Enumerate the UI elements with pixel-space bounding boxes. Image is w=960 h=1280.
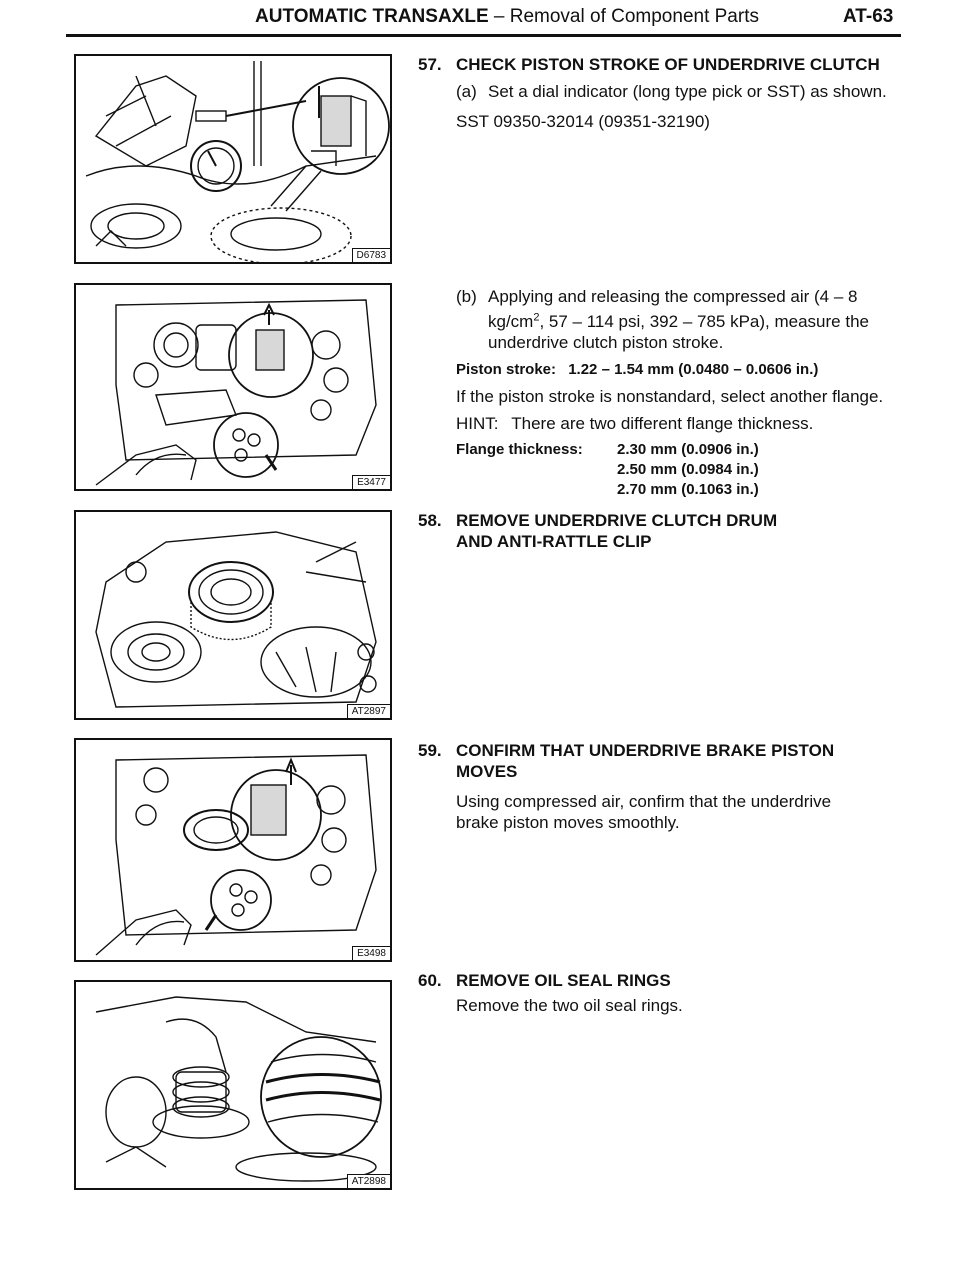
header-title: AUTOMATIC TRANSAXLE – Removal of Compone…	[255, 6, 759, 28]
step-heading: 58. REMOVE UNDERDRIVE CLUTCH DRUM AND AN…	[418, 510, 778, 552]
sst-number: SST 09350-32014 (09351-32190)	[456, 112, 710, 131]
step-59: 59. CONFIRM THAT UNDERDRIVE BRAKE PISTON…	[418, 740, 848, 833]
step-58: 58. REMOVE UNDERDRIVE CLUTCH DRUM AND AN…	[418, 510, 778, 552]
step-title: CONFIRM THAT UNDERDRIVE BRAKE PISTON MOV…	[456, 741, 835, 781]
figure-code: D6783	[351, 248, 390, 262]
substep-text-part-1: Applying and releasing the compressed ai…	[488, 287, 858, 331]
page-number: AT-63	[843, 6, 894, 27]
flange-value: 2.70 mm (0.1063 in.)	[617, 480, 759, 498]
figure-clutch-drum: AT2897	[74, 510, 392, 720]
step-number: 60.	[418, 971, 442, 990]
substep-a: (a) Set a dial indicator (long type pick…	[418, 81, 918, 102]
illustration-clutch-drum	[95, 531, 377, 708]
spec-label: Piston stroke:	[456, 360, 557, 378]
spec-value: 1.22 – 1.54 mm (0.0480 – 0.0606 in.)	[568, 360, 819, 378]
header-title-rest: – Removal of Component Parts	[488, 6, 759, 27]
step-60: 60. REMOVE OIL SEAL RINGS Remove the two…	[418, 970, 918, 1016]
step-heading: 57. CHECK PISTON STROKE OF UNDERDRIVE CL…	[418, 54, 918, 75]
substep-label: (b)	[456, 287, 477, 306]
step-text: Using compressed air, confirm that the u…	[456, 792, 832, 832]
figure-oil-seal-rings: AT2898	[74, 980, 392, 1190]
figure-dial-indicator: D6783	[74, 54, 392, 264]
substep-text-part-2: , 57 – 114 psi, 392 – 785 kPa), measure …	[488, 311, 869, 352]
step-57-b: (b) Applying and releasing the compresse…	[418, 286, 918, 500]
illustration-compressed-air-clutch	[95, 299, 377, 486]
flange-value: 2.50 mm (0.0984 in.)	[617, 460, 759, 478]
step-title: REMOVE OIL SEAL RINGS	[456, 971, 671, 990]
hint-text: There are two different flange thickness…	[511, 413, 814, 433]
step-57: 57. CHECK PISTON STROKE OF UNDERDRIVE CL…	[418, 54, 918, 132]
illustration-dial-indicator	[85, 61, 390, 262]
step-title: CHECK PISTON STROKE OF UNDERDRIVE CLUTCH	[456, 55, 880, 74]
flange-thickness-spec: Flange thickness: 2.30 mm (0.0906 in.) 2…	[418, 440, 918, 500]
substep-text: Set a dial indicator (long type pick or …	[488, 82, 887, 101]
illustration-brake-piston	[95, 754, 377, 956]
step-heading: 59. CONFIRM THAT UNDERDRIVE BRAKE PISTON…	[418, 740, 848, 782]
figure-brake-piston: E3498	[74, 738, 392, 962]
figure-code: AT2898	[346, 1174, 390, 1188]
header-title-bold: AUTOMATIC TRANSAXLE	[255, 6, 489, 27]
figure-code: AT2897	[346, 704, 390, 718]
hint: HINT: There are two different flange thi…	[418, 413, 918, 434]
step-number: 59.	[418, 741, 442, 760]
figure-compressed-air-clutch: E3477	[74, 283, 392, 491]
nonstandard-note: If the piston stroke is nonstandard, sel…	[456, 386, 884, 406]
substep-text: Applying and releasing the compressed ai…	[488, 287, 869, 352]
flange-value: 2.30 mm (0.0906 in.)	[617, 440, 759, 458]
superscript: 2	[533, 311, 540, 323]
step-heading: 60. REMOVE OIL SEAL RINGS	[418, 970, 918, 991]
piston-stroke-spec: Piston stroke: 1.22 – 1.54 mm (0.0480 – …	[418, 360, 918, 380]
figure-code: E3477	[352, 475, 390, 489]
step-number: 57.	[418, 55, 442, 74]
step-text: Remove the two oil seal rings.	[456, 996, 683, 1015]
header-rule	[66, 34, 901, 37]
step-title: REMOVE UNDERDRIVE CLUTCH DRUM AND ANTI-R…	[456, 511, 778, 551]
flange-values: 2.30 mm (0.0906 in.) 2.50 mm (0.0984 in.…	[617, 440, 759, 500]
substep-label: (a)	[456, 82, 477, 101]
page-header: AUTOMATIC TRANSAXLE – Removal of Compone…	[0, 0, 960, 37]
step-number: 58.	[418, 511, 442, 530]
illustration-oil-seal-rings	[95, 996, 382, 1182]
figure-code: E3498	[352, 946, 390, 960]
flange-label: Flange thickness:	[456, 440, 583, 458]
hint-label: HINT:	[456, 413, 499, 433]
substep-b: (b) Applying and releasing the compresse…	[418, 286, 918, 353]
